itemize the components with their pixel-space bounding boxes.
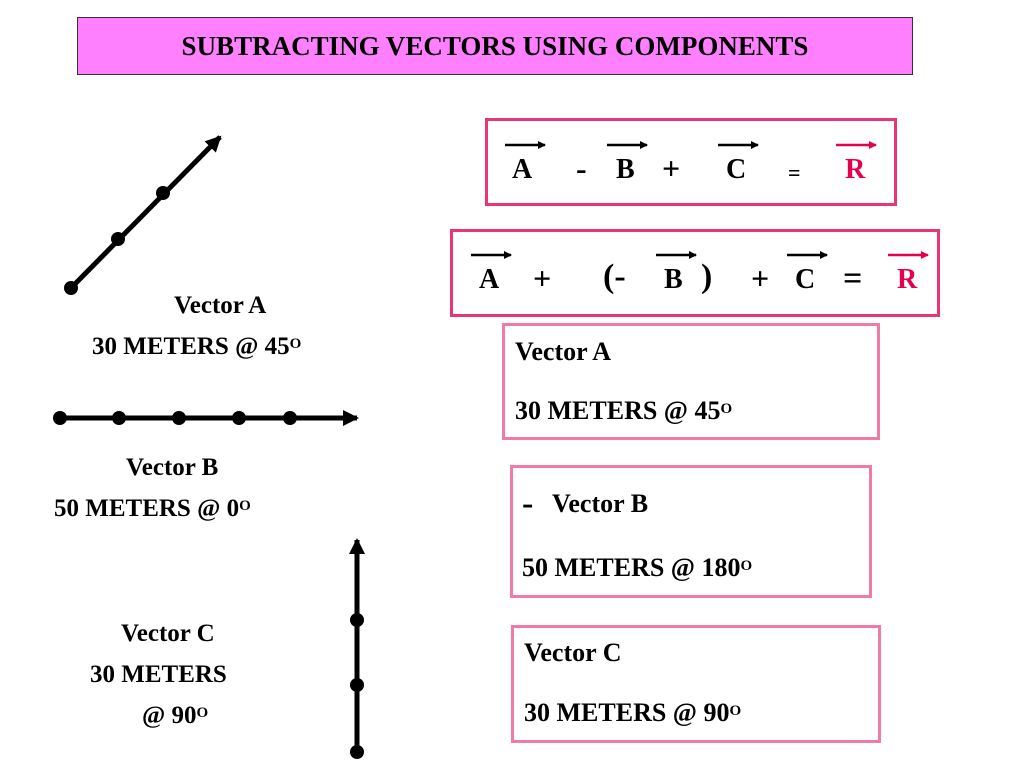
- vector-a-dot: [64, 281, 78, 295]
- vector-a-drawing: [64, 135, 222, 295]
- info-b-magnitude: 50 METERS @ 180O: [522, 553, 753, 582]
- vector-a-name: Vector A: [174, 292, 267, 319]
- info-b-negative-sign: -: [522, 485, 534, 522]
- eq1-r: R: [845, 154, 866, 185]
- vector-c-angle: @ 90O: [142, 702, 209, 729]
- vector-a-dot: [156, 186, 170, 200]
- equation-box-1: [485, 118, 897, 206]
- vector-c-dot: [350, 678, 364, 692]
- vector-b-name: Vector B: [126, 454, 219, 481]
- eq2-plus-1: +: [533, 260, 552, 296]
- vector-b-magnitude: 50 METERS @ 0O: [54, 495, 251, 522]
- info-a-name: Vector A: [515, 337, 612, 366]
- vector-b-dot: [232, 411, 246, 425]
- vector-c-drawing: [349, 538, 365, 759]
- eq2-plus-2: +: [751, 260, 770, 296]
- info-box-vector-a: [502, 323, 880, 440]
- info-box-vector-b: [510, 465, 872, 598]
- eq1-a: A: [512, 154, 533, 185]
- eq2-open-paren: (-: [603, 258, 626, 295]
- info-c-magnitude: 30 METERS @ 90O: [524, 698, 742, 727]
- vector-b-dot: [172, 411, 186, 425]
- eq2-equals: =: [843, 260, 863, 297]
- title-text: SUBTRACTING VECTORS USING COMPONENTS: [181, 30, 809, 61]
- eq1-minus: -: [576, 150, 587, 186]
- vector-c-magnitude: 30 METERS: [90, 661, 227, 688]
- vector-c-dot: [350, 745, 364, 759]
- eq2-r: R: [897, 264, 918, 295]
- info-c-name: Vector C: [524, 638, 622, 667]
- vector-a-magnitude: 30 METERS @ 45O: [92, 333, 302, 360]
- eq2-close-paren: ): [701, 258, 713, 295]
- info-a-magnitude: 30 METERS @ 45O: [515, 396, 733, 425]
- vector-c-name: Vector C: [121, 620, 215, 647]
- eq1-c: C: [726, 154, 747, 185]
- page-title: SUBTRACTING VECTORS USING COMPONENTS: [77, 17, 913, 75]
- vector-b-dot: [112, 411, 126, 425]
- info-box-vector-c: [511, 625, 881, 743]
- vector-c-dot: [350, 613, 364, 627]
- eq2-a: A: [479, 264, 500, 295]
- vector-b-drawing: [53, 410, 359, 426]
- equation-box-2: [450, 229, 940, 317]
- eq2-c: C: [795, 264, 816, 295]
- eq1-equals: =: [788, 160, 801, 185]
- eq2-b: B: [664, 264, 683, 295]
- info-b-name: Vector B: [552, 489, 649, 518]
- vector-b-dot: [53, 411, 67, 425]
- vector-b-dot: [283, 411, 297, 425]
- eq1-plus: +: [662, 150, 681, 186]
- eq1-b: B: [616, 154, 635, 185]
- vector-a-dot: [111, 232, 125, 246]
